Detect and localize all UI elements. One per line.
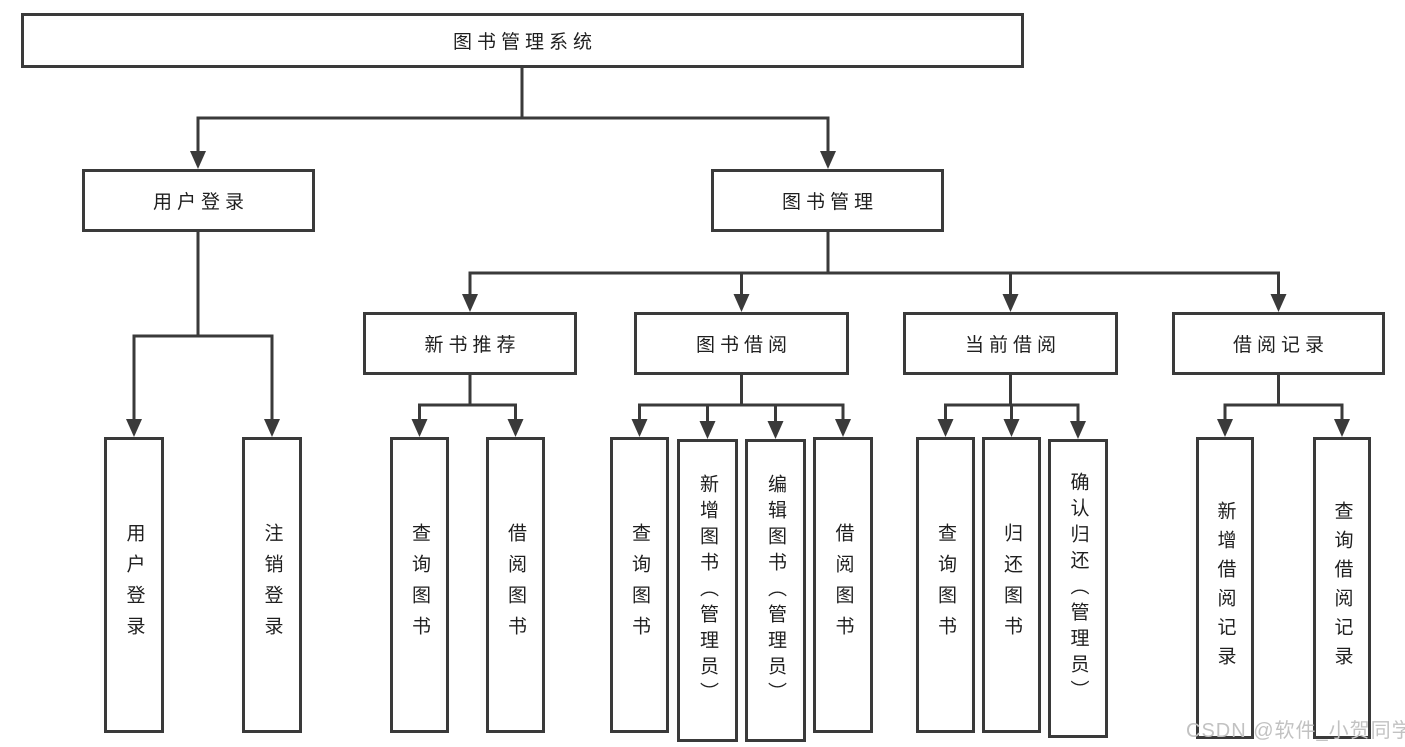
node-user-login: 用户登录 [82, 169, 315, 232]
node-book-borrowing: 图书借阅 [634, 312, 849, 375]
node-borrowing-records: 借阅记录 [1172, 312, 1385, 375]
leaf-add-books-admin: 新增图书（管理员） [677, 439, 738, 742]
node-current-borrowing: 当前借阅 [903, 312, 1118, 375]
leaf-edit-books-admin: 编辑图书（管理员） [745, 439, 806, 742]
node-library-management-system: 图书管理系统 [21, 13, 1024, 68]
leaf-query-books-recommend: 查询图书 [390, 437, 449, 733]
leaf-borrow-books: 借阅图书 [813, 437, 873, 733]
leaf-return-books: 归还图书 [982, 437, 1041, 733]
leaf-user-login: 用户登录 [104, 437, 164, 733]
leaf-borrow-books-recommend: 借阅图书 [486, 437, 545, 733]
node-book-management: 图书管理 [711, 169, 944, 232]
leaf-query-borrow-record: 查询借阅记录 [1313, 437, 1371, 739]
leaf-logout: 注销登录 [242, 437, 302, 733]
leaf-add-borrow-record: 新增借阅记录 [1196, 437, 1254, 739]
csdn-watermark: CSDN @软件_小贺同学 [1186, 720, 1405, 742]
leaf-confirm-return-admin: 确认归还（管理员） [1048, 439, 1108, 738]
leaf-query-books-borrowing: 查询图书 [610, 437, 669, 733]
node-new-book-recommend: 新书推荐 [363, 312, 577, 375]
leaf-query-books-current: 查询图书 [916, 437, 975, 733]
